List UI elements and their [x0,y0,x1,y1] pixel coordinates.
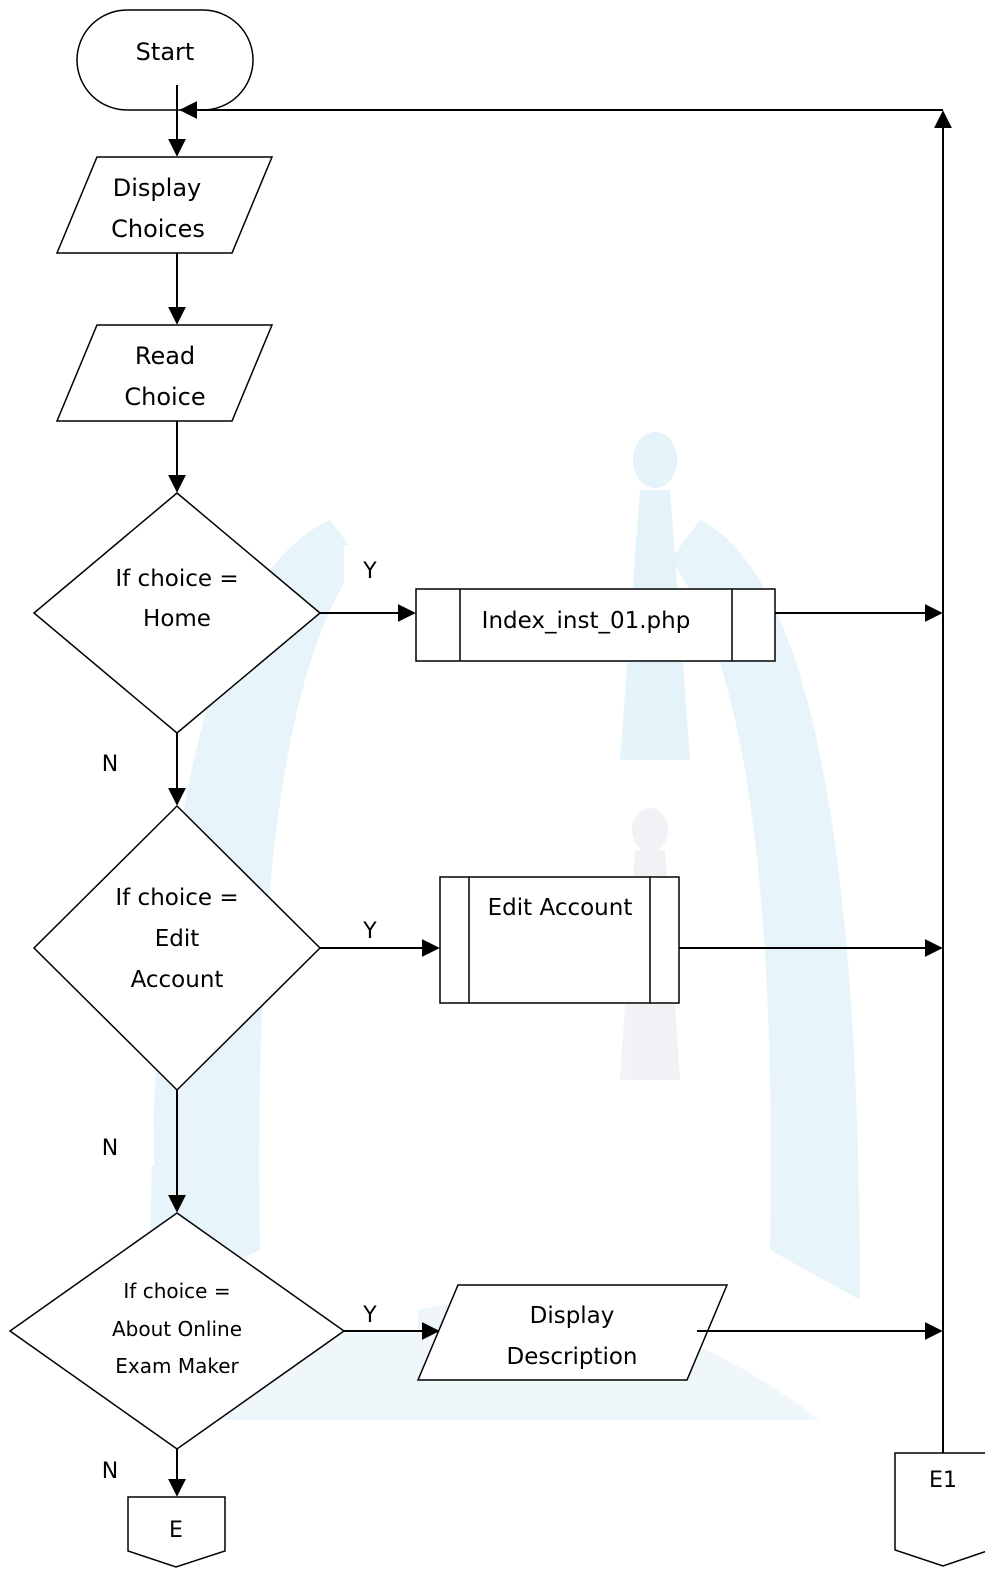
yes-label-about: Y [362,1303,377,1328]
process-index-php: Index_inst_01.php [415,588,776,662]
read-choice-line1: Read [135,342,195,370]
process-index-label: Index_inst_01.php [482,608,691,634]
display-choices-io: Display Choices [55,156,274,254]
yes-label-edit: Y [362,919,377,944]
decision-edit-account: If choice = Edit Account [32,804,322,1092]
no-label-edit: N [102,1136,118,1161]
read-choice-io: Read Choice [55,324,274,422]
start-label: Start [136,38,195,66]
decision-edit-line3: Account [131,967,224,993]
process-edit-account: Edit Account [439,876,680,1004]
decision-edit-line1: If choice = [115,885,238,911]
connector-e1-label: E1 [929,1468,957,1493]
decision-edit-line2: Edit [155,926,200,952]
read-choice-line2: Choice [124,383,205,411]
display-description-line1: Display [530,1303,615,1329]
no-label-about: N [102,1459,118,1484]
decision-about-line2: About Online [112,1317,242,1341]
display-choices-line1: Display [113,174,201,202]
start-terminal: Start [76,9,254,111]
connector-e-label: E [169,1518,183,1543]
decision-about-line3: Exam Maker [115,1354,239,1378]
decision-home-line1: If choice = [115,566,238,592]
no-label-home: N [102,752,118,777]
branch-labels: Y N Y N Y N [80,545,418,1490]
process-edit-label: Edit Account [488,895,633,921]
display-choices-line2: Choices [111,215,205,243]
decision-about-line1: If choice = [123,1279,230,1303]
flow-arrows [168,85,952,1497]
yes-label-home: Y [362,559,377,584]
connector-e: E [127,1496,226,1568]
connector-e1: E1 [894,1452,985,1567]
decision-home: If choice = Home [32,492,322,734]
decision-home-line2: Home [143,606,211,632]
display-description-line2: Description [507,1344,638,1370]
decision-about: If choice = About Online Exam Maker [8,1212,346,1450]
display-description-io: Display Description [416,1284,729,1381]
